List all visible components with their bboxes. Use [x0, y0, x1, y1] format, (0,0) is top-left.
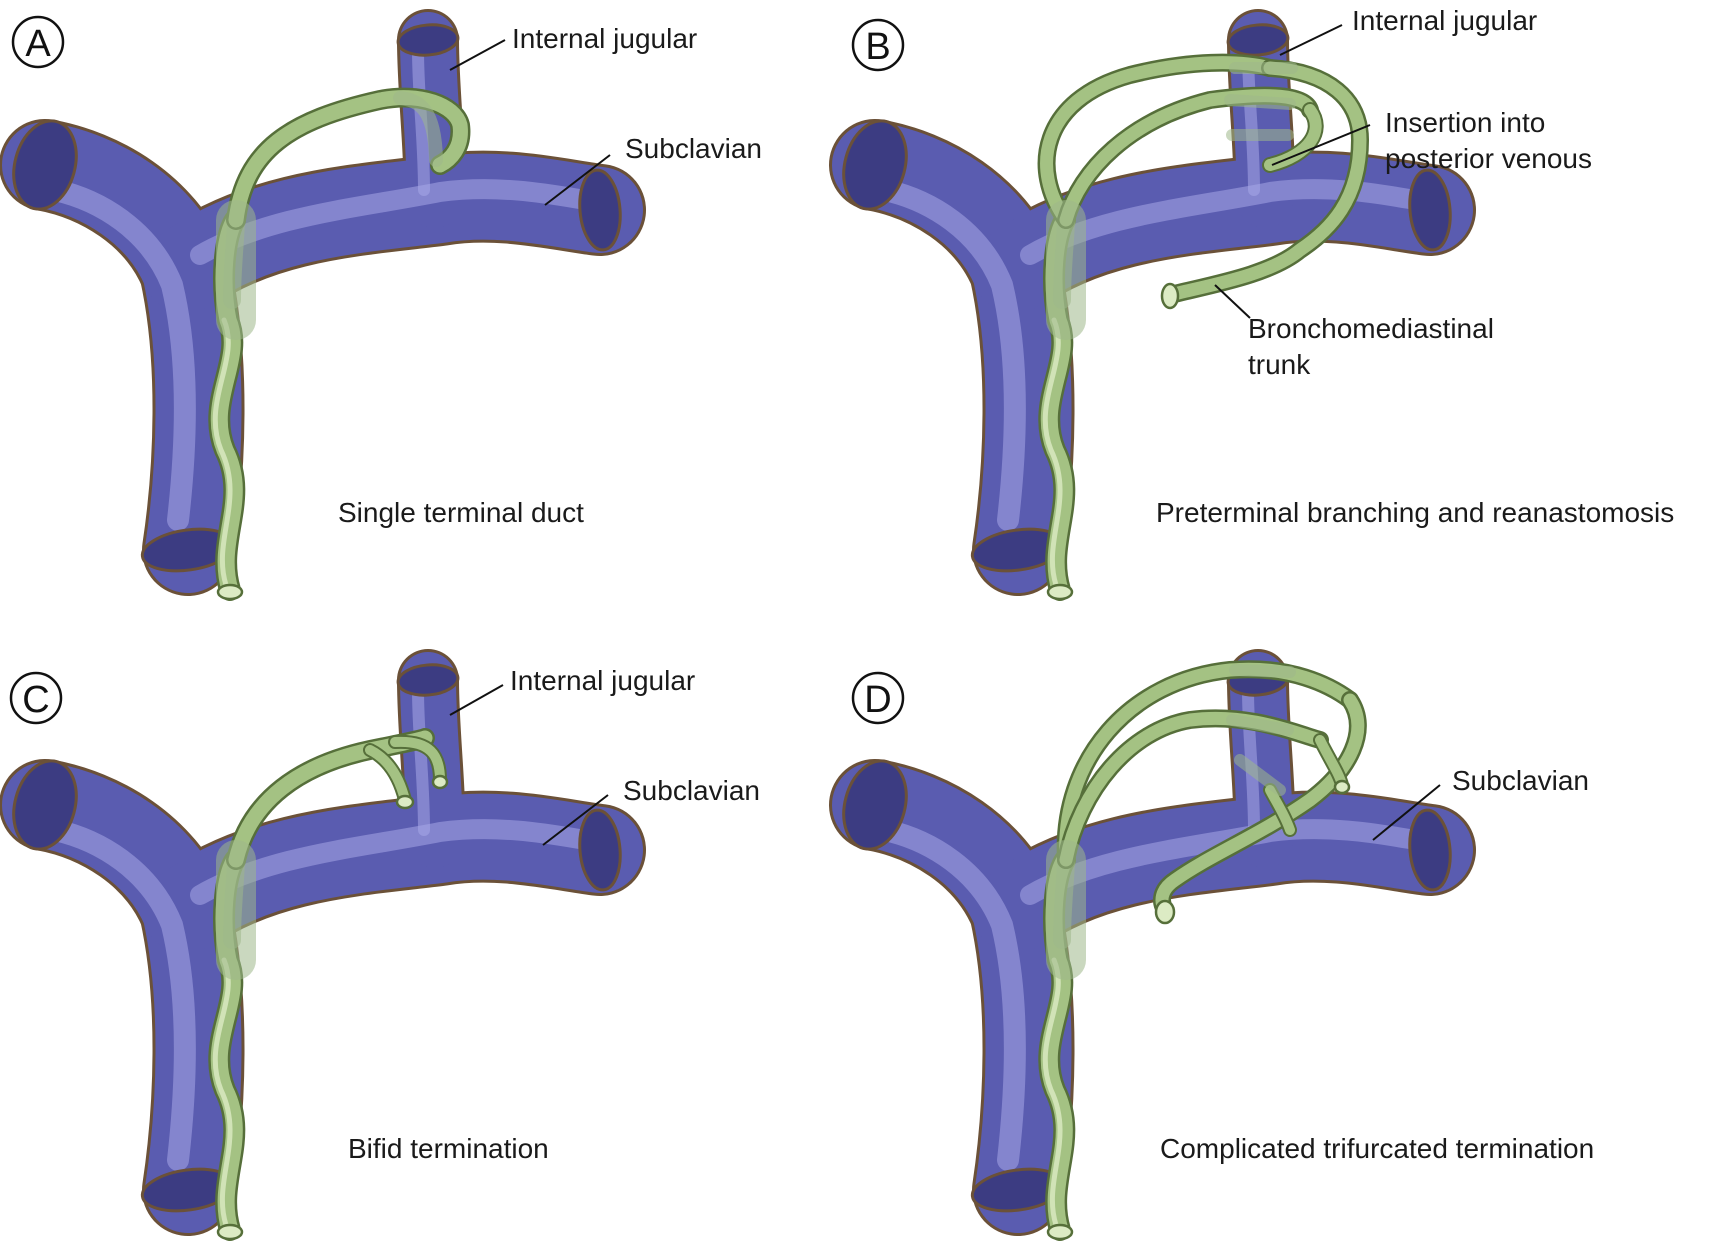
- label-insertion-line2: posterior venous: [1385, 143, 1592, 174]
- panel-c: C Internal jugular Subclavian Bifid term…: [4, 662, 760, 1239]
- caption-b: Preterminal branching and reanastomosis: [1156, 497, 1674, 528]
- badge-c: C: [9, 671, 63, 725]
- badge-a: A: [11, 15, 65, 69]
- vein-junction-a: [4, 22, 623, 576]
- panel-b: B Internal jugular Insertion into poster…: [834, 5, 1674, 599]
- svg-text:A: A: [25, 23, 51, 65]
- svg-text:C: C: [22, 679, 49, 721]
- svg-text:B: B: [865, 26, 890, 68]
- caption-c: Bifid termination: [348, 1133, 549, 1164]
- label-bronchomediastinal-line2: trunk: [1248, 349, 1311, 380]
- panel-a: A Internal jugular Subclavian Single ter…: [4, 17, 762, 599]
- caption-d: Complicated trifurcated termination: [1160, 1133, 1594, 1164]
- badge-d: D: [851, 671, 905, 725]
- label-internal-jugular-c: Internal jugular: [510, 665, 695, 696]
- label-internal-jugular-b: Internal jugular: [1352, 5, 1537, 36]
- svg-text:D: D: [864, 679, 891, 721]
- label-subclavian-d: Subclavian: [1452, 765, 1589, 796]
- caption-a: Single terminal duct: [338, 497, 584, 528]
- label-insertion-line1: Insertion into: [1385, 107, 1545, 138]
- label-subclavian-c: Subclavian: [623, 775, 760, 806]
- label-internal-jugular-a: Internal jugular: [512, 23, 697, 54]
- label-subclavian-a: Subclavian: [625, 133, 762, 164]
- badge-b: B: [851, 18, 905, 72]
- panel-d: D Subclavian Complicated trifurcated ter…: [834, 662, 1594, 1239]
- label-bronchomediastinal-line1: Bronchomediastinal: [1248, 313, 1494, 344]
